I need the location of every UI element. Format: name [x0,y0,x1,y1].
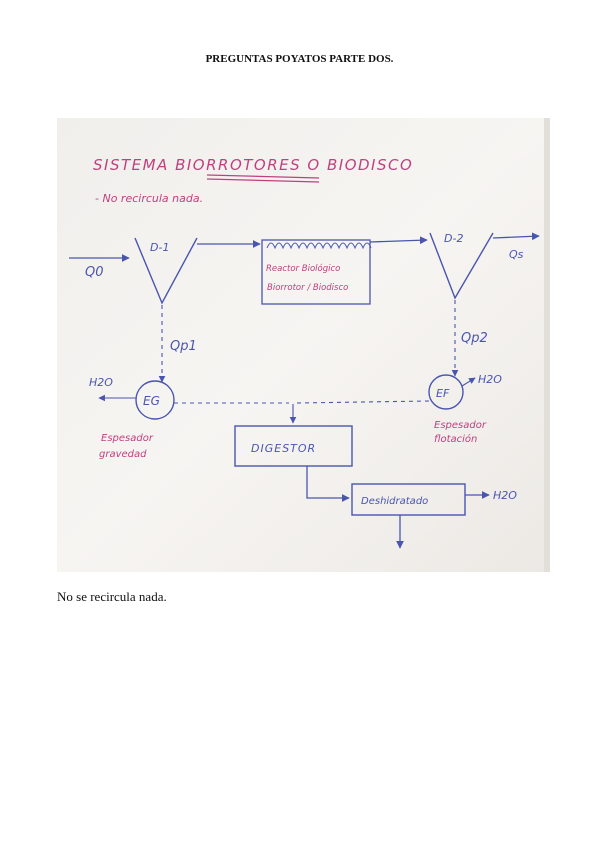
decanter-2-label: D-2 [444,232,463,245]
reactor-label-1: Reactor Biológico [266,263,340,274]
flotation-thickener-circle [428,374,464,410]
heading-underline-2 [206,178,320,183]
dehydration-label: Deshidratado [361,496,428,507]
page-title: PREGUNTAS POYATOS PARTE DOS. [205,53,394,65]
flotation-thickener-label: EF [436,387,450,400]
handwritten-diagram-photo: SISTEMA BIORROTORES O BIODISCO - No reci… [57,118,550,572]
sketch-heading: SISTEMA BIORROTORES O BIODISCO [93,156,413,174]
gravity-thickener-label: EG [143,394,160,408]
purge-2-label: Qp2 [461,331,488,346]
digester-label: DIGESTOR [251,442,316,455]
dehydration-box [351,483,466,516]
flotation-thickener-caption-1: Espesador [434,420,487,431]
reactor-label-2: Biorrotor / Biodisco [267,283,348,293]
purge-1-label: Qp1 [170,339,197,354]
reactor-box [261,239,371,305]
sketch-note: - No recircula nada. [95,192,203,205]
water-label-1: H2O [89,376,113,389]
flotation-thickener-caption-2: flotación [434,433,477,445]
biodisc-coils [266,242,372,250]
reactor-to-decanter2-arrow [369,236,428,245]
decanter-1-label: D-1 [150,241,169,254]
flotation-water-arrow [461,377,476,387]
paper-background [57,118,550,572]
influent-label: Q0 [85,265,104,280]
gravity-thickener-circle [135,380,175,420]
gravity-thickener-caption-1: Espesador [101,433,154,444]
decanter-2-shape [429,232,494,300]
water-label-2: H2O [478,373,502,386]
effluent-arrow [492,232,540,241]
paper-edge [544,118,550,572]
effluent-label: Qs [509,248,524,261]
gravity-thickener-caption-2: gravedad [99,449,147,460]
decanter-1-shape [134,237,198,305]
flotation-to-digester-line [296,400,430,404]
water-label-3: H2O [493,489,517,502]
photo-caption: No se recircula nada. [57,589,167,604]
heading-underline [206,174,320,179]
digester-box [234,425,353,467]
digester-to-dehydration-arrow [306,466,350,502]
